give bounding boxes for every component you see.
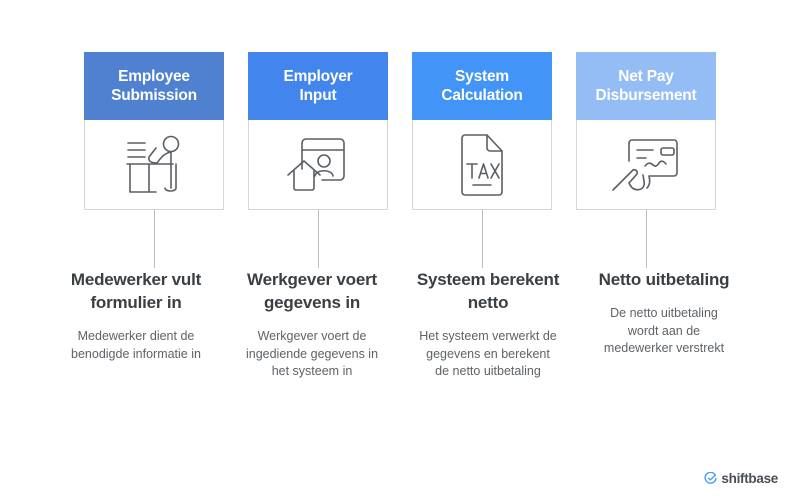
step-descriptions-row: Medewerker vult formulier in Medewerker … [0, 268, 800, 381]
browser-window-user-home-icon [282, 134, 354, 196]
step-card-body-3 [412, 120, 552, 210]
step-title-3: Systeem berekent netto [416, 270, 560, 312]
logo-wordmark: shiftbase [721, 471, 778, 486]
person-at-desk-writing-icon [118, 134, 190, 196]
circle-check-icon [704, 472, 718, 485]
connector-line-4 [645, 210, 647, 268]
connector-line-2 [317, 210, 319, 268]
step-title-4: Netto uitbetaling [598, 270, 730, 289]
step-card-body-1 [84, 120, 224, 210]
step-text-column-1: Medewerker vult formulier in Medewerker … [60, 268, 212, 381]
connector-line-1 [153, 210, 155, 268]
shiftbase-logo: shiftbase [704, 471, 778, 486]
step-title-1: Medewerker vult formulier in [70, 270, 202, 312]
step-description-4: De netto uitbetaling wordt aan de medewe… [603, 306, 725, 355]
hand-holding-payment-card-icon [607, 135, 685, 195]
step-text-column-4: Netto uitbetaling De netto uitbetaling w… [588, 268, 740, 381]
step-description-3: Het systeem verwerkt de gegevens en bere… [419, 329, 557, 378]
connector-line-3 [481, 210, 483, 268]
step-description-2: Werkgever voert de ingediende gegevens i… [245, 329, 379, 378]
step-text-column-3: Systeem berekent netto Het systeem verwe… [412, 268, 564, 381]
step-card-body-2 [248, 120, 388, 210]
step-text-column-2: Werkgever voert gegevens in Werkgever vo… [236, 268, 388, 381]
step-card-body-4 [576, 120, 716, 210]
step-title-2: Werkgever voert gegevens in [247, 270, 377, 312]
tax-document-icon [453, 131, 511, 199]
step-description-1: Medewerker dient de benodigde informatie… [71, 329, 201, 361]
